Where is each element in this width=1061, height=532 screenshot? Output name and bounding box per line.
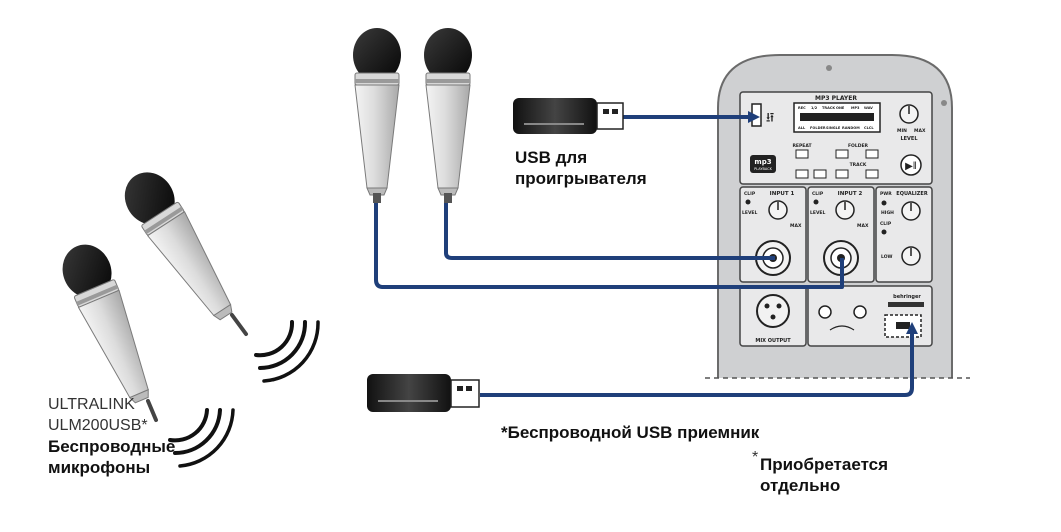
clip-label: CLIP <box>744 191 756 197</box>
min-label: MIN <box>897 128 907 134</box>
wireless-microphone-1 <box>114 162 248 336</box>
xlr-output-jack <box>756 294 790 328</box>
display-label: ONE <box>836 106 845 110</box>
speaker-rear-panel: MP3 PLAYER ⭿ REC 1/2 TRACK ONE MP3 WAV A… <box>705 54 970 379</box>
clip-label: CLIP <box>812 191 824 197</box>
max-label: MAX <box>790 223 802 229</box>
display-label: SINGLE <box>826 126 841 130</box>
wireless-icon <box>829 325 855 331</box>
usb-stick-receiver <box>367 374 480 412</box>
radio-waves-1 <box>254 320 320 383</box>
usb-player-label: USB для <box>515 148 588 167</box>
equalizer-title: EQUALIZER <box>896 191 928 197</box>
display-label: 1/2 <box>811 106 818 110</box>
wireless-led-1 <box>818 305 832 319</box>
display-label: ALL <box>798 126 806 130</box>
display-label: REC <box>798 106 806 110</box>
mic-model-label: ULTRALINK <box>48 396 135 413</box>
display-label: FOLDER <box>810 126 826 130</box>
mic-1-cable <box>374 200 844 289</box>
mix-output-label: MIX OUTPUT <box>755 338 791 344</box>
usb-stick-player <box>513 98 624 134</box>
wired-microphone-1 <box>352 27 402 203</box>
level-label: LEVEL <box>810 210 825 216</box>
arrowheads <box>748 111 918 334</box>
wired-microphone-2 <box>423 27 473 203</box>
sold-separately-star: * <box>752 449 759 466</box>
cables <box>374 115 914 397</box>
repeat-button <box>795 149 809 159</box>
wireless-microphone-2 <box>53 236 165 422</box>
brand-logo: behringer <box>893 294 921 300</box>
mic-model-label: ULM200USB* <box>48 417 148 434</box>
wireless-led-2 <box>853 305 867 319</box>
low-label: LOW <box>881 254 893 260</box>
high-label: HIGH <box>881 210 894 216</box>
max-label: MAX <box>857 223 869 229</box>
clip-label: CLIP <box>880 221 892 227</box>
usb-receiver-cable <box>480 330 914 397</box>
playback-logo <box>750 155 776 173</box>
mp3-player-title: MP3 PLAYER <box>815 95 857 102</box>
folder-label: FOLDER <box>848 143 869 149</box>
input-1-title: INPUT 1 <box>770 191 795 197</box>
playback-logo-mp3: mp3 <box>754 158 771 166</box>
folder-prev-button <box>835 149 849 159</box>
folder-next-button <box>865 149 879 159</box>
receiver-label: *Беспроводной USB приемник <box>501 423 760 442</box>
display-label: MP3 <box>851 106 860 110</box>
mic-2-cable <box>444 200 775 260</box>
play-pause-button <box>900 154 922 176</box>
pwr-label: PWR <box>880 191 892 197</box>
sold-separately-label: отдельно <box>760 476 841 495</box>
track-label: TRACK <box>850 162 867 168</box>
display-label: TRACK <box>822 106 835 110</box>
wireless-mics-label: микрофоны <box>48 458 151 477</box>
repeat-label: REPEAT <box>792 143 812 149</box>
display-label: WAV <box>864 106 873 110</box>
track-prev-button <box>835 169 849 179</box>
input-2-title: INPUT 2 <box>838 191 863 197</box>
playback-logo-text: PLAYBACK <box>754 167 773 171</box>
display-label: RANDOM <box>842 126 860 130</box>
display-label: CLCL <box>864 126 874 130</box>
level-label: LEVEL <box>900 136 918 142</box>
track-next-button <box>865 169 879 179</box>
usb-icon: ⭿ <box>766 110 774 125</box>
mode-button <box>813 169 827 179</box>
usb-player-label: проигрывателя <box>515 169 647 188</box>
max-label: MAX <box>914 128 926 134</box>
sold-separately-label: Приобретается <box>760 455 889 474</box>
radio-waves-2 <box>168 408 235 468</box>
level-label: LEVEL <box>742 210 757 216</box>
wireless-mics-label: Беспроводные <box>48 437 176 456</box>
stop-button <box>795 169 809 179</box>
play-pause-icon: ▶‖ <box>905 161 917 172</box>
